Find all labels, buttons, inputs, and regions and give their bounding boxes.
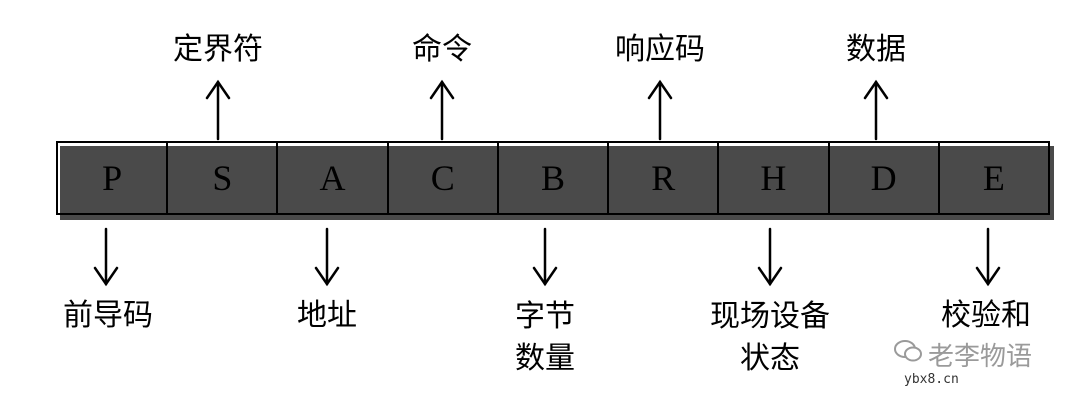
down-arrow-h (757, 227, 783, 287)
field-cell-s: S (168, 141, 279, 215)
label-command: 命令 (412, 32, 472, 67)
up-arrow-d (863, 79, 889, 141)
field-cell-c: C (388, 141, 499, 215)
label-checksum: 校验和 (941, 298, 1031, 333)
watermark-site: ybx8.cn (904, 372, 959, 387)
field-cell-d: D (829, 141, 940, 215)
down-arrow-e (975, 227, 1001, 287)
label-preamble: 前导码 (63, 298, 153, 333)
label-field-device-status: 现场设备 状态 (685, 296, 855, 380)
field-cell-p: P (56, 141, 169, 215)
label-delimiter: 定界符 (173, 32, 263, 67)
down-arrow-b (532, 227, 558, 287)
field-cell-a: A (278, 141, 389, 215)
down-arrow-p (93, 227, 119, 287)
up-arrow-s (205, 79, 231, 141)
down-arrow-a (314, 227, 340, 287)
field-cell-r: R (609, 141, 720, 215)
watermark-text: 老李物语 (928, 342, 1033, 372)
label-address: 地址 (297, 298, 357, 333)
field-cell-b: B (498, 141, 610, 215)
label-field-device-status-line2: 状态 (740, 341, 800, 376)
label-field-device-status-line1: 现场设备 (710, 299, 830, 334)
label-byte-count-line1: 字节 (515, 299, 575, 334)
label-response-code: 响应码 (615, 32, 705, 67)
field-cell-h: H (719, 141, 830, 215)
frame-fields: P S A C B R H D E (56, 141, 1050, 215)
field-cell-e: E (939, 141, 1050, 215)
label-byte-count: 字节 数量 (490, 296, 600, 380)
up-arrow-c (429, 79, 455, 141)
up-arrow-r (647, 79, 673, 141)
label-data: 数据 (846, 32, 906, 67)
wechat-icon (894, 340, 922, 362)
label-byte-count-line2: 数量 (515, 341, 575, 376)
